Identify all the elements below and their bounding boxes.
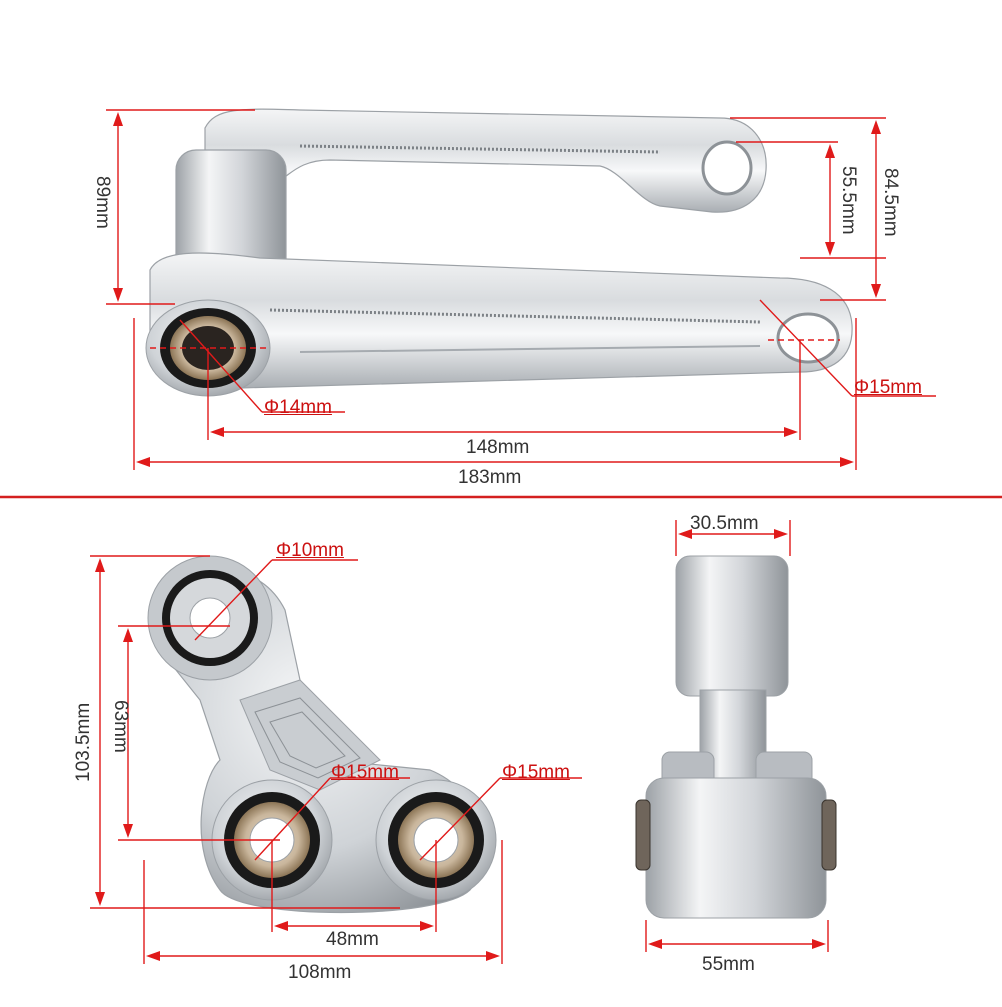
bottom-left-arrows (95, 558, 500, 961)
dim-label-bore-left: Φ14mm (264, 397, 332, 418)
arrow-55-left (648, 939, 662, 949)
dim-label-top-width: 30.5mm (690, 513, 759, 534)
leader-phi15-top (759, 299, 853, 397)
dim-label-center-spacing: 48mm (326, 929, 379, 950)
dim-label-height-right: 84.5mm (880, 168, 901, 237)
dim-label-overall-height: 103.5mm (73, 702, 94, 782)
leader-phi14 (179, 319, 263, 413)
side-top-boss (675, 555, 789, 697)
arrow-1035-down (95, 892, 105, 906)
leader-phi15-right (419, 777, 501, 861)
arrow-63-up (123, 628, 133, 642)
dim-label-overall-width: 108mm (288, 962, 352, 983)
arrow-148-left (210, 427, 224, 437)
arrow-108-left (146, 951, 160, 961)
dim-label-bore-bottom-left: Φ15mm (331, 762, 399, 783)
arrow-555-up (825, 144, 835, 158)
center-web-inner-2 (269, 711, 346, 769)
arrow-305-left (678, 529, 692, 539)
side-bottom-boss (645, 777, 827, 919)
arrow-108-right (486, 951, 500, 961)
arrow-555-down (825, 242, 835, 256)
dim-label-bottom-width: 55mm (702, 954, 755, 975)
arrow-183-left (136, 457, 150, 467)
upper-rail-knurl (299, 144, 661, 154)
lower-rail-knurl (269, 308, 761, 324)
dim-label-center-distance: 148mm (466, 437, 530, 458)
arrow-89-up (113, 112, 123, 126)
arrow-48-left (274, 921, 288, 931)
arrow-183-right (840, 457, 854, 467)
bottom-right-arrows (648, 529, 826, 949)
side-right-bushing (821, 799, 837, 871)
top-view-dimensions (106, 109, 936, 470)
triangle-linkage-drawing (147, 555, 497, 914)
arrow-63-down (123, 824, 133, 838)
dim-label-bore-right: Φ15mm (854, 377, 922, 398)
bottom-right-dimensions (645, 520, 829, 952)
arrow-845-down (871, 284, 881, 298)
upper-rail (204, 108, 767, 213)
dim-label-eye-offset: 55.5mm (838, 166, 859, 235)
arrow-1035-up (95, 558, 105, 572)
upper-eye-hole (701, 140, 753, 196)
side-view-drawing (635, 555, 837, 919)
link-arm-drawing (145, 108, 853, 397)
arrow-48-right (420, 921, 434, 931)
arrow-305-right (774, 529, 788, 539)
side-left-bushing (635, 799, 651, 871)
bottom-left-dimensions (90, 555, 582, 964)
leader-phi15-left (254, 777, 331, 861)
dim-label-bore-bottom-right: Φ15mm (502, 762, 570, 783)
dim-label-overall-length: 183mm (458, 467, 522, 488)
top-bearing-bore (189, 597, 231, 639)
dim-label-bore-top: Φ10mm (276, 540, 344, 561)
lower-eye-hole (776, 312, 840, 364)
dim-label-height-left: 89mm (92, 176, 113, 229)
top-view-arrows (113, 112, 881, 467)
arrow-845-up (871, 120, 881, 134)
center-web-inner (254, 697, 361, 779)
center-web (239, 679, 381, 791)
arrow-148-right (784, 427, 798, 437)
arrow-55-right (812, 939, 826, 949)
dim-label-center-height: 63mm (110, 700, 131, 753)
leader-phi10 (194, 559, 273, 641)
lower-rail-groove (299, 345, 761, 353)
arrow-89-down (113, 288, 123, 302)
